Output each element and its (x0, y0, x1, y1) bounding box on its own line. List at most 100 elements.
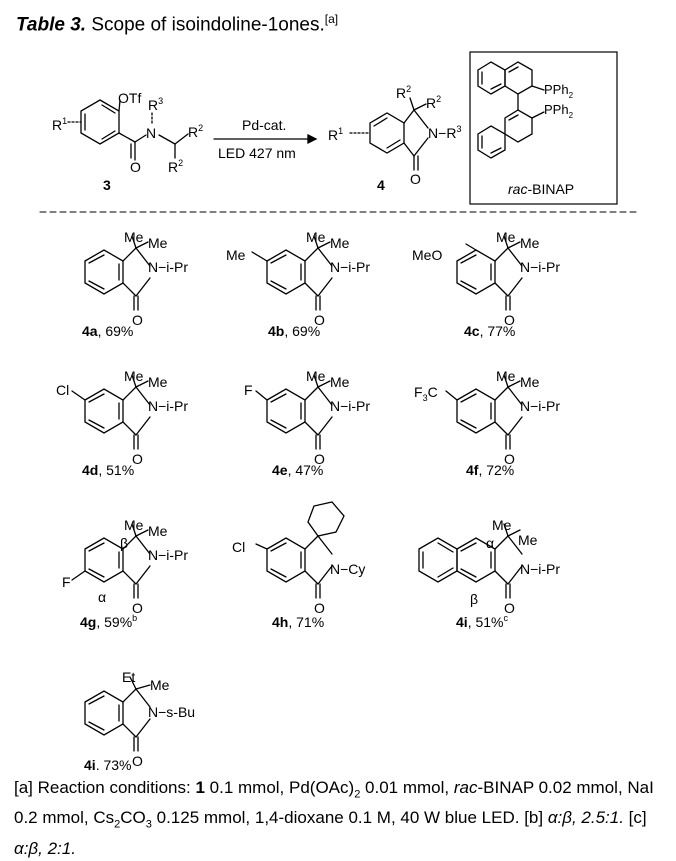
binap-rest: -BINAP (527, 181, 574, 197)
pph-bot: PPh (544, 102, 569, 117)
f-label: F (62, 574, 71, 590)
alpha-label: α (486, 535, 494, 551)
cl-label: Cl (56, 382, 69, 398)
caption-4a: 4a, 69% (82, 323, 133, 339)
yield-4f: , 72% (478, 462, 514, 478)
compound-4c (456, 235, 523, 311)
nsbu-label: N−s-Bu (148, 704, 195, 720)
caption-4c: 4c, 77% (464, 323, 515, 339)
nipr-label: N−i-Pr (148, 398, 188, 414)
r2a-letter: R (188, 124, 198, 140)
yield-4i: , 51% (468, 614, 504, 630)
r2c-letter: R (396, 85, 406, 101)
me-label: Me (520, 374, 540, 390)
compound-4a (84, 235, 151, 311)
o-label: O (314, 312, 325, 328)
r1-letter: R (52, 117, 62, 133)
o-label: O (314, 451, 325, 467)
me-label: Me (330, 374, 350, 390)
fn-b: [b] (519, 808, 548, 828)
r2-label-c: R2 (396, 84, 411, 101)
me-label: Me (148, 374, 168, 390)
et-label: Et (122, 669, 135, 685)
id-4d: 4d (82, 462, 98, 478)
compound-4e (255, 374, 333, 450)
me-label: Me (150, 677, 170, 693)
me-label: Me (226, 247, 246, 263)
compound-4h (255, 501, 345, 599)
fn-b-ratio: α:β, 2.5:1. (547, 808, 624, 828)
compound-4d (71, 374, 151, 450)
fn-a-rac: rac (453, 778, 478, 797)
n-label-3: N (146, 125, 156, 141)
me-label: Me (306, 368, 326, 384)
fn-a-3: -BINAP 0.02 mmol, NaI 0.2 mmol, Cs (14, 778, 654, 828)
id-4b: 4b (268, 323, 284, 339)
nipr-label: N−i-Pr (330, 259, 370, 275)
fn-a-5: 0.125 mmol, 1,4-dioxane 0.1 M, 40 W blue… (151, 808, 520, 828)
me-label: Me (124, 368, 144, 384)
reaction-arrow (213, 133, 318, 145)
caption-4h: 4h, 71% (272, 614, 324, 630)
o-label: O (132, 600, 143, 616)
o-label-3: O (130, 159, 141, 175)
yield-4g: , 59% (96, 614, 132, 630)
light-label: LED 427 nm (218, 145, 296, 161)
table-note-ref: [a] (324, 12, 339, 26)
beta-label: β (120, 535, 128, 551)
id-4g: 4g (80, 614, 96, 630)
o-label: O (504, 600, 515, 616)
r1-label: R1 (52, 116, 67, 133)
pph2-label-top: PPh2 (544, 82, 574, 100)
r3b-letter: R (446, 125, 456, 141)
nipr-label: N−i-Pr (148, 259, 188, 275)
f3c-label: F3C (414, 384, 438, 403)
note-4g: b (132, 613, 137, 623)
me-label: Me (496, 229, 516, 245)
beta-label: β (470, 591, 478, 607)
r2-label-a: R2 (188, 123, 203, 140)
nipr-label: N−i-Pr (520, 398, 560, 414)
id-4i: 4i (456, 614, 468, 630)
caption-4b: 4b, 69% (268, 323, 320, 339)
cl-label: Cl (232, 539, 245, 555)
binap-structure: PPh2 PPh2 (477, 61, 574, 159)
nipr-label: N−i-Pr (148, 547, 188, 563)
binap-box (469, 51, 618, 205)
fn-a-4: CO (120, 808, 146, 828)
me-label: Me (496, 368, 516, 384)
r3-label: R3 (148, 96, 163, 113)
footnote: [a] Reaction conditions: 1 0.1 mmol, Pd(… (14, 778, 654, 858)
fn-c: [c] (623, 808, 647, 828)
compound-4j (84, 676, 151, 752)
r3-letter: R (148, 97, 158, 113)
me-label: Me (124, 229, 144, 245)
o-label: O (504, 312, 515, 328)
compound-4b (251, 235, 333, 311)
r1b-letter: R (328, 127, 338, 143)
otf-label: OTf (118, 90, 141, 106)
alpha-label: α (98, 589, 106, 605)
note-4i: c (504, 613, 509, 623)
fn-c-ratio: α:β, 2:1. (14, 838, 76, 858)
o-label: O (504, 451, 515, 467)
meo-label: MeO (412, 247, 442, 263)
compound-4i (418, 523, 523, 599)
o-label: O (132, 753, 143, 769)
me-label: Me (520, 235, 540, 251)
caption-4j: 4j, 73% (84, 757, 132, 770)
r2d-letter: R (426, 95, 436, 111)
table-label: Table 3. (16, 14, 87, 36)
caption-4g: 4g, 59%b (80, 613, 137, 630)
nipr-label: N−i-Pr (520, 561, 560, 577)
compound-4g (71, 523, 151, 599)
fn-a-1: 0.1 mmol, Pd(OAc) (204, 778, 355, 797)
yield-4a: , 69% (98, 323, 134, 339)
o-label: O (132, 312, 143, 328)
yield-4b: , 69% (284, 323, 320, 339)
yield-4h: , 71% (288, 614, 324, 630)
id-4f: 4f (466, 462, 479, 478)
id-4h: 4h (272, 614, 288, 630)
pph-top: PPh (544, 82, 569, 97)
pph2-label-bottom: PPh2 (544, 102, 574, 120)
